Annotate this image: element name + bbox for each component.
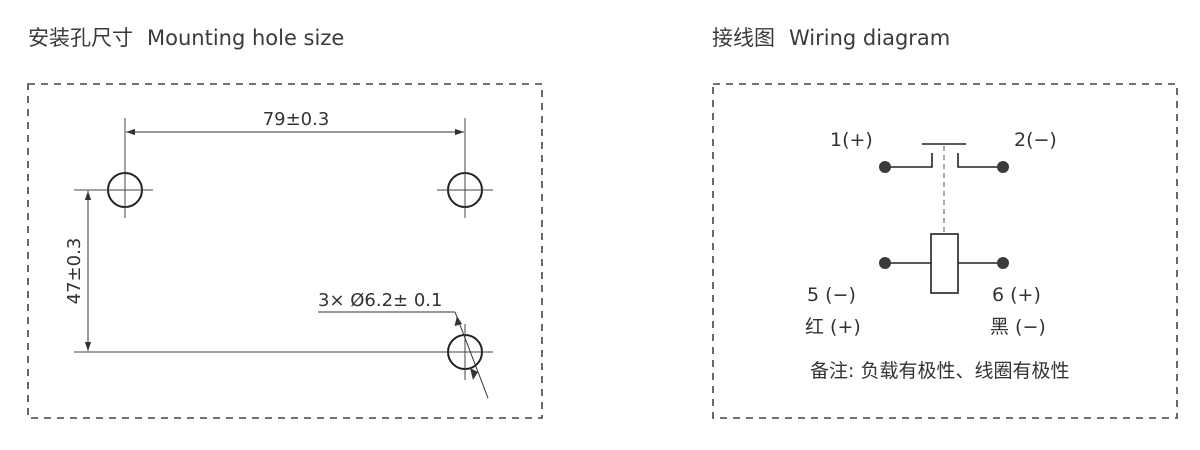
dimension-vertical [74,189,448,353]
pin1-label: 1(+) [830,129,873,151]
black-wire-label: 黑 (−) [990,316,1046,338]
mounting-title-cn: 安装孔尺寸 [28,26,133,50]
red-wire-label: 红 (+) [805,316,861,338]
wiring-title-cn: 接线图 [712,26,775,50]
mounting-section-title: 安装孔尺寸 Mounting hole size [28,22,344,52]
dimension-horizontal [124,118,466,173]
pin5-label: 5 (−) [807,284,856,306]
mounting-drawing: 79±0.3 47±0.3 3× Ø6.2± 0.1 [27,83,543,419]
mounting-title-en: Mounting hole size [147,26,345,50]
hole-diameter-callout [318,311,489,399]
polarity-note: 备注: 负载有极性、线圈有极性 [810,360,1069,382]
pin6-label: 6 (+) [992,284,1041,306]
wiring-section-title: 接线图 Wiring diagram [712,22,950,52]
terminal-6 [997,257,1009,269]
switch-contacts [879,143,1009,173]
mounting-frame [27,83,543,419]
relay-coil [879,233,1009,294]
hole-diameter-label: 3× Ø6.2± 0.1 [318,290,442,311]
dimension-horizontal-label: 79±0.3 [263,109,330,130]
dimension-vertical-label: 47±0.3 [64,238,85,305]
wiring-frame [712,83,1178,419]
wiring-title-en: Wiring diagram [789,26,951,50]
wiring-drawing: 1(+) 2(−) 5 (−) 6 (+) 红 (+) 黑 (−) 备注: 负载… [712,83,1178,419]
terminal-5 [879,257,891,269]
terminal-2 [997,161,1009,173]
pin2-label: 2(−) [1014,129,1057,151]
terminal-1 [879,161,891,173]
